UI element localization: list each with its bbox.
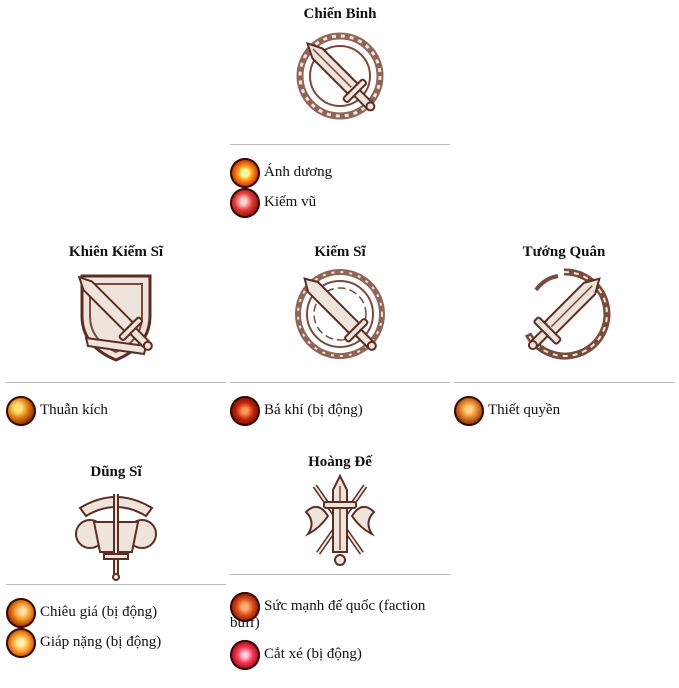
class-title: Tướng Quân bbox=[522, 244, 606, 260]
skill-thiet-quyen[interactable]: Thiết quyền bbox=[454, 396, 674, 426]
divider bbox=[6, 382, 226, 383]
general-emblem-icon bbox=[524, 268, 611, 360]
sword-dance-icon bbox=[230, 188, 260, 218]
class-hoang-de: Hoàng Đế bbox=[230, 452, 450, 575]
divider bbox=[6, 584, 226, 585]
class-title: Hoàng Đế bbox=[308, 454, 372, 470]
skill-cat-xe[interactable]: Cắt xé (bị động) bbox=[230, 640, 450, 670]
skill-label: Ánh dương bbox=[264, 164, 333, 180]
aura-icon bbox=[230, 396, 260, 426]
imperial-might-icon bbox=[230, 592, 260, 622]
skill-label: Thuẫn kích bbox=[40, 402, 108, 418]
class-title: Dũng Sĩ bbox=[90, 464, 142, 480]
class-tuong-quan: Tướng Quân bbox=[454, 242, 674, 383]
iron-fist-icon bbox=[454, 396, 484, 426]
shield-strike-icon bbox=[6, 396, 36, 426]
class-kiem-si: Kiếm Sĩ bbox=[230, 242, 450, 383]
divider bbox=[230, 574, 450, 575]
skill-giap-nang[interactable]: Giáp nặng (bị động) bbox=[6, 628, 226, 658]
skill-chieu-gia[interactable]: Chiêu giá (bị động) bbox=[6, 598, 226, 628]
skill-label: Kiếm vũ bbox=[264, 194, 317, 210]
class-title: Kiếm Sĩ bbox=[314, 244, 366, 260]
class-title: Khiên Kiếm Sĩ bbox=[68, 244, 164, 260]
class-title: Chiến Binh bbox=[303, 6, 377, 22]
skill-ba-khi[interactable]: Bá khí (bị động) bbox=[230, 396, 450, 426]
skill-label: Thiết quyền bbox=[488, 402, 561, 418]
shield-sword-emblem-icon bbox=[77, 274, 153, 362]
parry-icon bbox=[6, 598, 36, 628]
skill-thuan-kich[interactable]: Thuẫn kích bbox=[6, 396, 226, 426]
skill-anh-duong[interactable]: Ánh dương bbox=[230, 158, 450, 188]
rend-icon bbox=[230, 640, 260, 670]
sun-burst-icon bbox=[230, 158, 260, 188]
class-chien-binh: Chiến Binh bbox=[230, 4, 450, 145]
skill-suc-manh-de-quoc[interactable]: Sức mạnh đế quốc (faction buff) bbox=[230, 592, 450, 632]
skill-label: Bá khí (bị động) bbox=[264, 402, 363, 418]
divider bbox=[454, 382, 674, 383]
hero-emblem-icon bbox=[75, 494, 157, 581]
divider bbox=[230, 144, 450, 145]
skill-label: Cắt xé (bị động) bbox=[264, 646, 362, 662]
skill-kiem-vu[interactable]: Kiếm vũ bbox=[230, 188, 450, 218]
swordsman-emblem-icon bbox=[295, 269, 385, 359]
emperor-emblem-icon bbox=[304, 473, 376, 566]
warrior-emblem-icon bbox=[296, 32, 384, 120]
skill-label: Chiêu giá (bị động) bbox=[40, 604, 158, 620]
divider bbox=[230, 382, 450, 383]
skill-label: Sức mạnh đế quốc (faction buff) bbox=[230, 598, 426, 631]
class-dung-si: Dũng Sĩ bbox=[6, 462, 226, 585]
class-khien-kiem-si: Khiên Kiếm Sĩ bbox=[6, 242, 226, 383]
skill-label: Giáp nặng (bị động) bbox=[40, 634, 162, 650]
heavy-armor-icon bbox=[6, 628, 36, 658]
